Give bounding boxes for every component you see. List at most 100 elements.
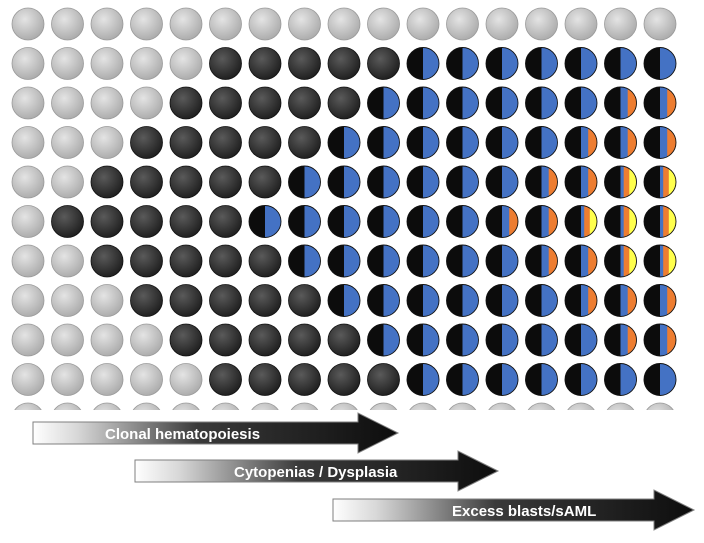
normal-cell bbox=[11, 323, 45, 357]
arrow-shape bbox=[134, 450, 500, 492]
clonal-cell bbox=[327, 86, 361, 120]
clonal-cell bbox=[209, 165, 242, 199]
clonal-cell bbox=[327, 284, 361, 317]
clonal-cell bbox=[248, 284, 282, 317]
clonal-cell bbox=[406, 205, 440, 238]
normal-cell bbox=[11, 244, 45, 278]
clonal-cell bbox=[130, 244, 163, 278]
clonal-cell bbox=[485, 86, 519, 120]
clonal-cell bbox=[485, 244, 519, 278]
clonal-cell bbox=[288, 165, 321, 199]
clonal-cell bbox=[643, 86, 677, 120]
clonal-cell bbox=[248, 205, 282, 238]
clonal-cell bbox=[209, 284, 242, 317]
clonal-cell bbox=[367, 165, 400, 199]
normal-cell bbox=[485, 7, 519, 41]
normal-cell bbox=[130, 7, 163, 41]
arrow-label: Cytopenias / Dysplasia bbox=[234, 464, 398, 481]
clonal-cell bbox=[288, 284, 321, 317]
clonal-cell bbox=[367, 284, 400, 317]
clonal-cell bbox=[209, 323, 242, 357]
clonal-cell bbox=[209, 126, 242, 159]
normal-cell bbox=[51, 323, 84, 357]
normal-cell bbox=[525, 7, 558, 41]
normal-cell bbox=[130, 86, 163, 120]
clonal-cell bbox=[564, 47, 598, 80]
clonal-cell bbox=[406, 323, 440, 357]
clonal-cell bbox=[406, 284, 440, 317]
clonal-cell bbox=[446, 363, 479, 396]
normal-cell bbox=[448, 402, 477, 410]
clonal-cell bbox=[406, 244, 440, 278]
normal-cell bbox=[248, 7, 282, 41]
normal-cell bbox=[169, 363, 203, 396]
clonal-cell bbox=[248, 323, 282, 357]
clonal-cell bbox=[564, 205, 598, 238]
clonal-cell bbox=[604, 126, 637, 159]
clonal-cell bbox=[446, 86, 479, 120]
clonal-cell bbox=[525, 323, 558, 357]
normal-cell bbox=[527, 402, 556, 410]
normal-cell bbox=[93, 402, 121, 410]
normal-cell bbox=[288, 7, 321, 41]
clonal-cell bbox=[288, 244, 321, 278]
clonal-cell bbox=[446, 323, 479, 357]
normal-cell bbox=[90, 126, 124, 159]
clonal-cell bbox=[209, 86, 242, 120]
clonal-cell bbox=[169, 323, 203, 357]
clonal-cell bbox=[525, 126, 558, 159]
clonal-cell bbox=[525, 205, 558, 238]
clonal-cell bbox=[51, 205, 84, 238]
normal-cell bbox=[53, 402, 82, 410]
normal-cell bbox=[169, 7, 203, 41]
clonal-cell bbox=[406, 86, 440, 120]
normal-cell bbox=[90, 47, 124, 80]
clonal-cell bbox=[604, 165, 637, 199]
normal-cell bbox=[606, 402, 635, 410]
clonal-cell bbox=[564, 86, 598, 120]
clonal-cell bbox=[248, 165, 282, 199]
clonal-cell bbox=[90, 165, 124, 199]
clonal-cell bbox=[643, 363, 677, 396]
clonal-cell bbox=[564, 126, 598, 159]
clonal-cell bbox=[367, 363, 400, 396]
clonal-cell bbox=[367, 205, 400, 238]
clonal-cell bbox=[169, 205, 203, 238]
normal-cell bbox=[251, 402, 279, 410]
clonal-cell bbox=[130, 126, 163, 159]
clonal-cell bbox=[248, 363, 282, 396]
clonal-cell bbox=[288, 323, 321, 357]
normal-cell bbox=[11, 363, 45, 396]
clonal-cell bbox=[525, 47, 558, 80]
clonal-cell bbox=[564, 244, 598, 278]
normal-cell bbox=[51, 284, 84, 317]
clonal-cell bbox=[485, 363, 519, 396]
clonal-cell bbox=[327, 126, 361, 159]
clonal-cell bbox=[327, 165, 361, 199]
normal-cell bbox=[130, 363, 163, 396]
clonal-cell bbox=[643, 205, 677, 238]
normal-cell bbox=[488, 402, 516, 410]
normal-cell bbox=[14, 402, 42, 410]
clonal-cell bbox=[604, 284, 637, 317]
normal-cell bbox=[172, 402, 200, 410]
clonal-cell bbox=[327, 363, 361, 396]
arrow-excess-blasts: Excess blasts/sAML bbox=[332, 489, 696, 531]
arrow-cytopenias-dysplasia: Cytopenias / Dysplasia bbox=[134, 450, 500, 492]
normal-cell bbox=[409, 402, 437, 410]
clonal-cell bbox=[564, 363, 598, 396]
clonal-cell bbox=[643, 165, 677, 199]
arrow-label: Clonal hematopoiesis bbox=[105, 426, 260, 443]
normal-cell bbox=[604, 7, 637, 41]
clonal-cell bbox=[209, 47, 242, 80]
arrow-shape bbox=[332, 489, 696, 531]
normal-cell bbox=[90, 86, 124, 120]
normal-cell bbox=[11, 126, 45, 159]
clonal-cell bbox=[525, 363, 558, 396]
normal-cell bbox=[51, 7, 84, 41]
normal-cell bbox=[130, 47, 163, 80]
clonal-cell bbox=[209, 363, 242, 396]
clonal-cell bbox=[248, 126, 282, 159]
clonal-cell bbox=[327, 47, 361, 80]
